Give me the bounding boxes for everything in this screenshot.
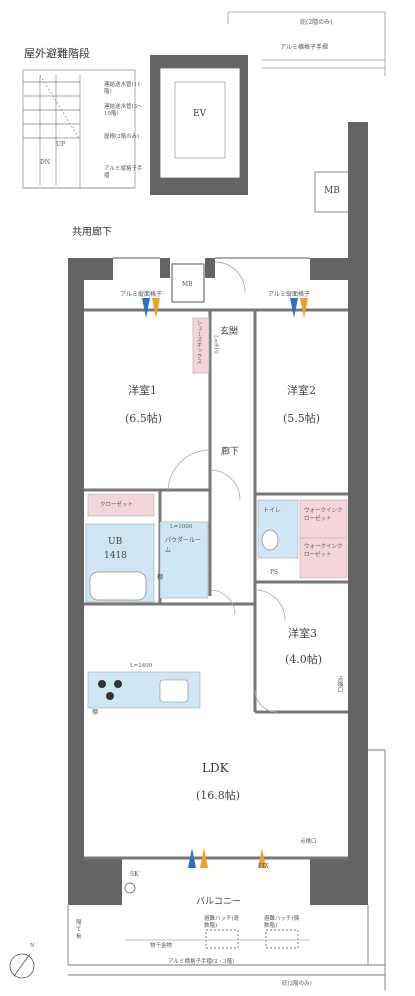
closet-label: クローゼット — [100, 502, 134, 508]
mb-box — [314, 171, 351, 213]
balcony-area — [67, 749, 386, 990]
pipe2-label: 連結送水管(3～10階) — [104, 104, 143, 118]
shelf-kitchen: 棚 — [92, 709, 99, 716]
north-label: N — [30, 943, 35, 949]
elevator-shaft — [150, 55, 248, 195]
ps-label: PS — [270, 569, 279, 576]
hatch2-label: 避難ハッチ(偶数階) — [264, 916, 300, 930]
roof-bottom-label: 庇(2階のみ) — [282, 981, 312, 987]
corridor-label: 共用廊下 — [72, 227, 112, 238]
hallway-label: 廊下 — [221, 447, 240, 457]
entrance-walls — [113, 257, 310, 303]
sk-label: SK — [130, 871, 139, 878]
hatch1-label: 避難ハッチ(奇数階) — [204, 916, 240, 930]
ub-label: UB — [108, 537, 123, 547]
evacuation-stairs — [22, 69, 136, 189]
rail-left-room: アルミ縦面格子 — [120, 291, 162, 298]
walkin-closets — [299, 499, 348, 579]
dryer-label: 物干金物 — [150, 943, 173, 949]
top-eave-lines — [227, 11, 386, 76]
up-label: UP — [56, 141, 66, 148]
powder-label: パウダールーム — [165, 537, 202, 554]
door-swings — [167, 449, 286, 713]
mb-unit-label: MB — [182, 281, 193, 288]
western2-label: 洋室2 — [287, 384, 316, 397]
western1-label: 洋室1 — [128, 384, 157, 397]
mb-label: MB — [324, 186, 340, 196]
rail-bottom-label: アルミ横格子手摺(2・3階) — [168, 959, 235, 965]
exterior-walls — [68, 122, 368, 905]
shelf-wash: 棚 — [157, 574, 164, 581]
western3-label: 洋室3 — [288, 627, 317, 640]
powder-room — [159, 521, 209, 599]
ub-size: 1418 — [104, 551, 127, 561]
pipe1-label: 連結送水管(11階) — [104, 82, 141, 96]
western2-size: (5.5帖) — [283, 412, 321, 425]
shoes-box-label: シューズボックス — [195, 320, 202, 364]
toilet-room — [257, 499, 299, 559]
walkin1-label: ウォークインクローゼット — [304, 508, 343, 522]
ldk-label: LDK — [202, 761, 229, 775]
north-arrow — [9, 953, 35, 979]
western3-size: (4.0帖) — [285, 653, 323, 666]
walkin2-label: ウォークインクローゼット — [304, 544, 343, 558]
evac-stairs-label: 屋外避難階段 — [24, 47, 90, 60]
inspection1-label: 点検口 — [336, 676, 343, 693]
western1-size: (6.5帖) — [125, 412, 163, 425]
ventilation-arrows — [142, 298, 308, 868]
rail-right-room: アルミ縦面格子 — [268, 291, 310, 298]
balcony-label: バルコニー — [196, 897, 241, 907]
shoes-box — [192, 317, 210, 374]
toilet-label: トイレ — [263, 507, 282, 514]
rail-top-label: アルミ横格子手摺 — [280, 44, 328, 51]
entrance-label: 玄関 — [220, 327, 239, 337]
rail-left-label: アルミ縦格子手摺 — [104, 166, 143, 180]
closet-room1 — [87, 493, 155, 517]
powder-len: L=1000 — [170, 524, 193, 530]
partition-label: 隔て板 — [76, 920, 82, 941]
stove-burners — [98, 680, 122, 700]
kitchen-len: L=2400 — [130, 663, 153, 669]
roof-note-top: 庇(2階のみ) — [300, 19, 333, 26]
roof-label: 屋根(2階のみ) — [104, 134, 140, 140]
interior-walls — [84, 308, 348, 860]
ldk-size: (16.8帖) — [196, 789, 241, 802]
dn-label: DN — [40, 159, 51, 166]
ev-label: EV — [193, 109, 207, 119]
inspection2-label: 点検口 — [300, 839, 317, 845]
shoes-len-label: L=910 — [212, 335, 219, 354]
fix-label: FIX — [258, 863, 269, 870]
